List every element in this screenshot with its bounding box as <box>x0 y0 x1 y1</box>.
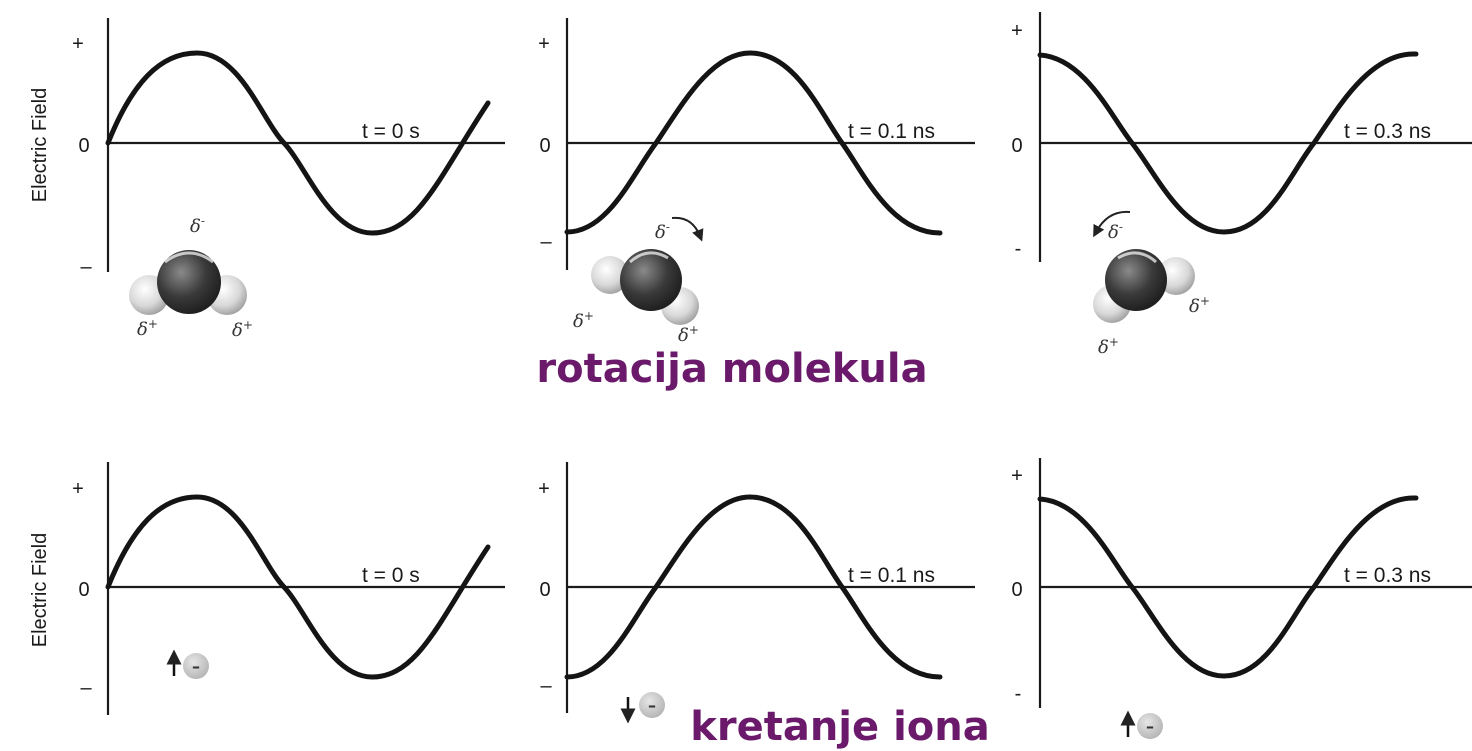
tick-zero: 0 <box>539 135 550 157</box>
delta-pos-label-bottom: δ+ <box>1098 335 1119 358</box>
time-label: t = 0.3 ns <box>1344 120 1431 143</box>
time-label: t = 0.1 ns <box>848 564 935 587</box>
y-axis-label-row2: Electric Field <box>29 533 51 647</box>
time-label: t = 0.1 ns <box>848 120 935 143</box>
tick-minus: - <box>1015 683 1022 705</box>
rotation-arrow-icon <box>671 216 704 242</box>
wave-curve <box>105 50 491 236</box>
delta-neg-label: δ- <box>1108 220 1123 243</box>
tick-plus: + <box>538 478 550 500</box>
tick-minus: – <box>540 675 552 697</box>
ion-charge: – <box>192 657 200 676</box>
tick-zero: 0 <box>1011 135 1022 157</box>
tick-plus: + <box>1011 20 1023 42</box>
y-axis-label-row1: Electric Field <box>29 88 51 202</box>
wave-curve <box>1037 51 1419 235</box>
ion-charge: – <box>1146 717 1154 736</box>
tick-plus: + <box>1011 465 1023 487</box>
delta-neg-label: δ- <box>655 220 670 243</box>
tick-plus: + <box>538 33 550 55</box>
anion-icon <box>1137 713 1163 739</box>
delta-pos-label-left: δ+ <box>137 317 158 340</box>
delta-pos-label-right: δ+ <box>678 323 699 346</box>
wave-curve <box>1037 495 1419 679</box>
wave-curve <box>105 494 491 680</box>
panel-2: + 0 – t = 0.1 ns δ- δ+ δ+ <box>538 18 975 346</box>
caption-ion-motion: kretanje iona <box>690 704 989 750</box>
ion: – <box>620 692 665 724</box>
water-molecule <box>129 250 247 315</box>
time-label: t = 0 s <box>362 120 420 143</box>
ion: – <box>1120 710 1163 739</box>
delta-neg-label: δ- <box>190 214 205 237</box>
tick-zero: 0 <box>1011 579 1022 601</box>
ion: – <box>166 649 209 679</box>
time-label: t = 0.3 ns <box>1344 564 1431 587</box>
wave-curve <box>564 50 943 236</box>
tick-zero: 0 <box>78 579 89 601</box>
panel-5: + 0 – t = 0.1 ns – <box>538 462 975 724</box>
tick-zero: 0 <box>539 579 550 601</box>
panel-3: + 0 - t = 0.3 ns δ- δ+ δ+ <box>1011 12 1472 358</box>
time-label: t = 0 s <box>362 564 420 587</box>
panel-1: + 0 – t = 0 s δ- δ+ δ+ <box>72 18 505 341</box>
tick-minus: – <box>80 256 92 278</box>
tick-plus: + <box>72 478 84 500</box>
delta-pos-label-left: δ+ <box>573 309 594 332</box>
wave-curve <box>564 494 943 680</box>
panel-4: + 0 – t = 0 s – <box>72 462 505 715</box>
tick-zero: 0 <box>78 135 89 157</box>
tick-minus: – <box>80 677 92 699</box>
water-molecule <box>591 249 699 325</box>
anion-icon <box>183 653 209 679</box>
ion-charge: – <box>648 696 656 715</box>
anion-icon <box>639 692 665 718</box>
rotation-arrow-icon <box>1093 210 1131 238</box>
tick-minus: - <box>1015 238 1022 260</box>
tick-plus: + <box>72 33 84 55</box>
delta-pos-label-right: δ+ <box>232 318 253 341</box>
tick-minus: – <box>540 231 552 253</box>
panel-6: + 0 - t = 0.3 ns – <box>1011 458 1472 739</box>
caption-rotation: rotacija molekula <box>536 346 927 392</box>
water-molecule <box>1093 249 1195 323</box>
delta-pos-label-right: δ+ <box>1189 294 1210 317</box>
